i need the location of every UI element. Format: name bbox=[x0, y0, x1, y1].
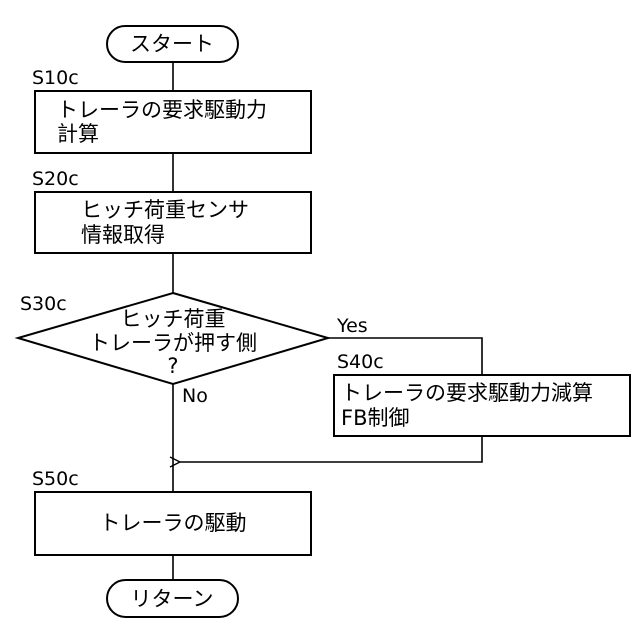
decision-text-s30c-line2: トレーラが押す側 bbox=[89, 331, 257, 355]
process-text-s40c-line2: FB制御 bbox=[341, 406, 410, 430]
process-s50c: S50c トレーラの駆動 bbox=[32, 468, 311, 555]
branch-label-no: No bbox=[182, 385, 208, 407]
step-label-s20c: S20c bbox=[32, 168, 79, 190]
connector-s40c-merge-arrow bbox=[180, 436, 482, 462]
decision-text-s30c-line1: ヒッチ荷重 bbox=[121, 307, 226, 331]
step-label-s40c: S40c bbox=[337, 351, 384, 373]
branch-label-yes: Yes bbox=[336, 315, 368, 337]
process-s20c: S20c ヒッチ荷重センサ 情報取得 bbox=[32, 168, 311, 253]
process-text-s20c-line1: ヒッチ荷重センサ bbox=[81, 198, 249, 222]
process-text-s50c-line1: トレーラの駆動 bbox=[100, 511, 247, 535]
decision-s30c: S30c ヒッチ荷重 トレーラが押す側 ? Yes No bbox=[18, 293, 368, 407]
step-label-s30c: S30c bbox=[20, 293, 67, 315]
process-text-s10c-line2: 計算 bbox=[57, 122, 99, 146]
process-text-s40c-line1: トレーラの要求駆動力減算 bbox=[341, 381, 593, 405]
start-terminal: スタート bbox=[107, 26, 238, 62]
start-terminal-label: スタート bbox=[130, 32, 214, 56]
end-terminal-label: リターン bbox=[131, 587, 214, 611]
process-text-s20c-line2: 情報取得 bbox=[81, 223, 165, 247]
process-s10c: S10c トレーラの要求駆動力 計算 bbox=[32, 67, 311, 153]
process-text-s10c-line1: トレーラの要求駆動力 bbox=[57, 98, 267, 122]
step-label-s10c: S10c bbox=[32, 67, 79, 89]
step-label-s50c: S50c bbox=[32, 468, 79, 490]
end-terminal: リターン bbox=[107, 580, 238, 617]
decision-text-s30c-line3: ? bbox=[167, 354, 178, 378]
